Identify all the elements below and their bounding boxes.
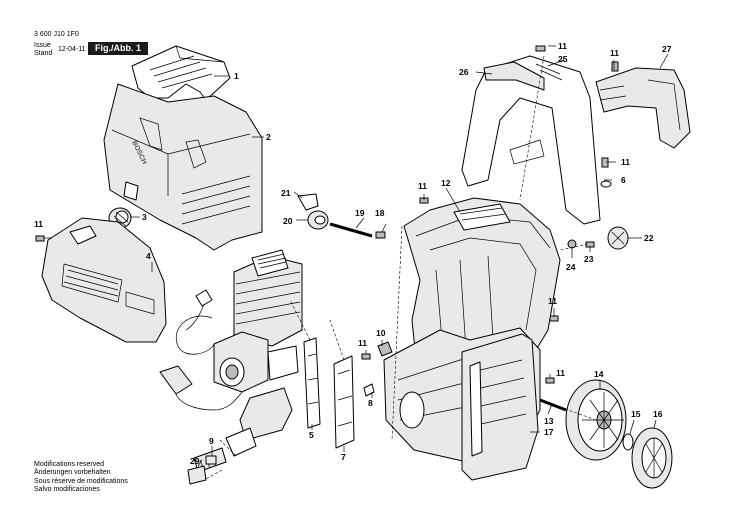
modifications-line-es: Salvo modificaciones [34,486,100,494]
callout-23: 23 [584,254,594,264]
callout-17: 17 [544,427,554,437]
small-fasteners [35,45,629,485]
callout-11-h: 11 [556,368,565,378]
callout-1: 1 [234,71,239,81]
callout-labels: 1 2 3 4 5 6 7 8 9 10 11 11 11 11 11 11 1… [34,41,672,466]
callout-9: 9 [209,436,214,446]
callout-6: 6 [621,175,626,185]
part-5-bracket [289,299,321,429]
callout-11-a: 11 [34,219,43,229]
doc-number: 3 600 J10 1F0 [34,31,79,38]
callout-14: 14 [594,369,604,379]
callout-13: 13 [544,416,554,426]
callout-11-c: 11 [610,48,619,58]
modifications-line-en: Modifications reserved [34,461,105,468]
callout-2: 2 [266,132,271,142]
part-26-handle [461,55,601,225]
callout-11-f: 11 [548,296,557,306]
part-16-hubcap [631,427,673,489]
part-4-front-cover [41,217,167,343]
part-27-hose-holder [595,67,691,149]
issue-label: Issue [34,42,51,49]
callout-12: 12 [441,178,451,188]
part-2-upper-housing: BOSCH [103,83,263,251]
callout-11-d: 11 [621,157,630,167]
callout-16: 16 [653,409,663,419]
assembly-lines [391,55,597,441]
callout-26: 26 [459,67,469,77]
callout-5: 5 [309,430,314,440]
callout-24: 24 [566,262,576,272]
callout-15: 15 [631,409,641,419]
motor-pump-assembly [159,249,303,481]
modifications-line-de: Änderungen vorbehalten [34,469,111,477]
figure-label: Fig./Abb. 1 [88,42,148,55]
modifications-notice: Modifications reserved Änderungen vorbeh… [34,461,128,495]
stand-label: Stand [34,50,53,57]
callout-7: 7 [341,452,346,462]
callout-8: 8 [368,398,373,408]
part-13-axle [539,398,567,412]
callout-3: 3 [142,212,147,222]
callout-11-e: 11 [418,181,427,191]
part-17-front-panel [461,333,539,481]
callout-11-g: 11 [358,338,367,348]
modifications-line-fr: Sous réserve de modifications [34,477,128,485]
leader-lines [44,45,669,467]
callout-11-b: 11 [558,41,567,51]
callout-18: 18 [375,208,385,218]
callout-29: 29 [190,456,200,466]
callout-19: 19 [355,208,365,218]
callout-4: 4 [146,251,151,261]
part-1-top-cover [131,45,231,101]
callout-10: 10 [376,328,386,338]
callout-25: 25 [558,54,568,64]
callout-20: 20 [283,216,293,226]
callout-27: 27 [662,44,672,54]
callout-21: 21 [281,188,291,198]
issue-date: 12-04-11 [58,46,86,53]
part-15-clip [622,433,634,451]
part-7-bracket [329,319,355,449]
callout-22: 22 [644,233,654,243]
